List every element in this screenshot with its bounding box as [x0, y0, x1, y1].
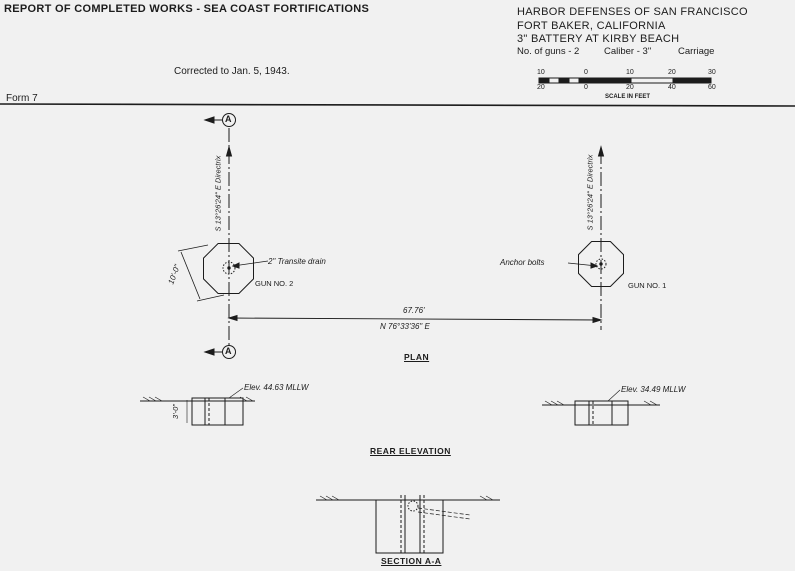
header-rule — [0, 103, 795, 107]
carriage: Carriage — [678, 46, 715, 57]
scale-tick-top-4: 30 — [708, 69, 716, 76]
scale-tick-top-0: 10 — [537, 69, 545, 76]
section-marker-top-label: A — [225, 114, 232, 124]
scale-tick-top-2: 10 — [626, 69, 634, 76]
section-a-a-caption: SECTION A-A — [381, 556, 442, 566]
number-of-guns: No. of guns - 2 — [517, 46, 580, 57]
gun-1-label: GUN NO. 1 — [628, 281, 667, 290]
report-title: REPORT OF COMPLETED WORKS - SEA COAST FO… — [4, 3, 370, 15]
scale-tick-bottom-4: 60 — [708, 84, 716, 91]
scale-tick-top-3: 20 — [668, 69, 676, 76]
scale-bar — [538, 77, 712, 84]
depth-label: 3'-0" — [170, 404, 180, 419]
scale-tick-bottom-3: 40 — [668, 84, 676, 91]
section-marker-bottom — [222, 345, 236, 359]
plan-caption: PLAN — [404, 352, 430, 362]
distance-label: 67.76' — [403, 306, 425, 315]
caliber: Caliber - 3" — [604, 46, 652, 57]
scale-label: SCALE IN FEET — [605, 94, 651, 100]
scale-tick-top-1: 0 — [584, 69, 588, 76]
section-a-a-drawing — [316, 495, 500, 554]
rear-elevation-right — [542, 389, 660, 426]
directrix-right-label: S 13°26'24" E Directrix — [585, 154, 595, 231]
form-number: Form 7 — [6, 93, 38, 104]
scale-tick-bottom-2: 20 — [626, 84, 634, 91]
title-line-2: FORT BAKER, CALIFORNIA — [517, 20, 666, 32]
gun-2-label: GUN NO. 2 — [255, 279, 294, 288]
gun-2-platform — [203, 243, 254, 294]
distance-dimension-line — [228, 317, 602, 321]
anchor-bolts-label: Anchor bolts — [500, 258, 545, 267]
scale-tick-bottom-1: 0 — [584, 84, 588, 91]
gun-1-platform — [578, 241, 624, 287]
rear-elevation-caption: REAR ELEVATION — [370, 446, 451, 456]
bearing-label: N 76°33'36" E — [380, 322, 430, 331]
title-line-1: HARBOR DEFENSES OF SAN FRANCISCO — [517, 6, 748, 18]
rear-elevation-left — [140, 387, 255, 426]
section-marker-bottom-label: A — [225, 346, 232, 356]
transite-drain-label: 2" Transite drain — [268, 257, 326, 266]
elevation-right-label: Elev. 34.49 MLLW — [621, 385, 686, 394]
elevation-left-label: Elev. 44.63 MLLW — [244, 383, 309, 392]
scale-tick-bottom-0: 20 — [537, 84, 545, 91]
section-marker-top — [222, 113, 236, 127]
corrected-date: Corrected to Jan. 5, 1943. — [174, 66, 290, 77]
directrix-left-label: S 13°26'24" E Directrix — [213, 155, 223, 232]
title-line-3: 3" BATTERY AT KIRBY BEACH — [517, 33, 680, 45]
